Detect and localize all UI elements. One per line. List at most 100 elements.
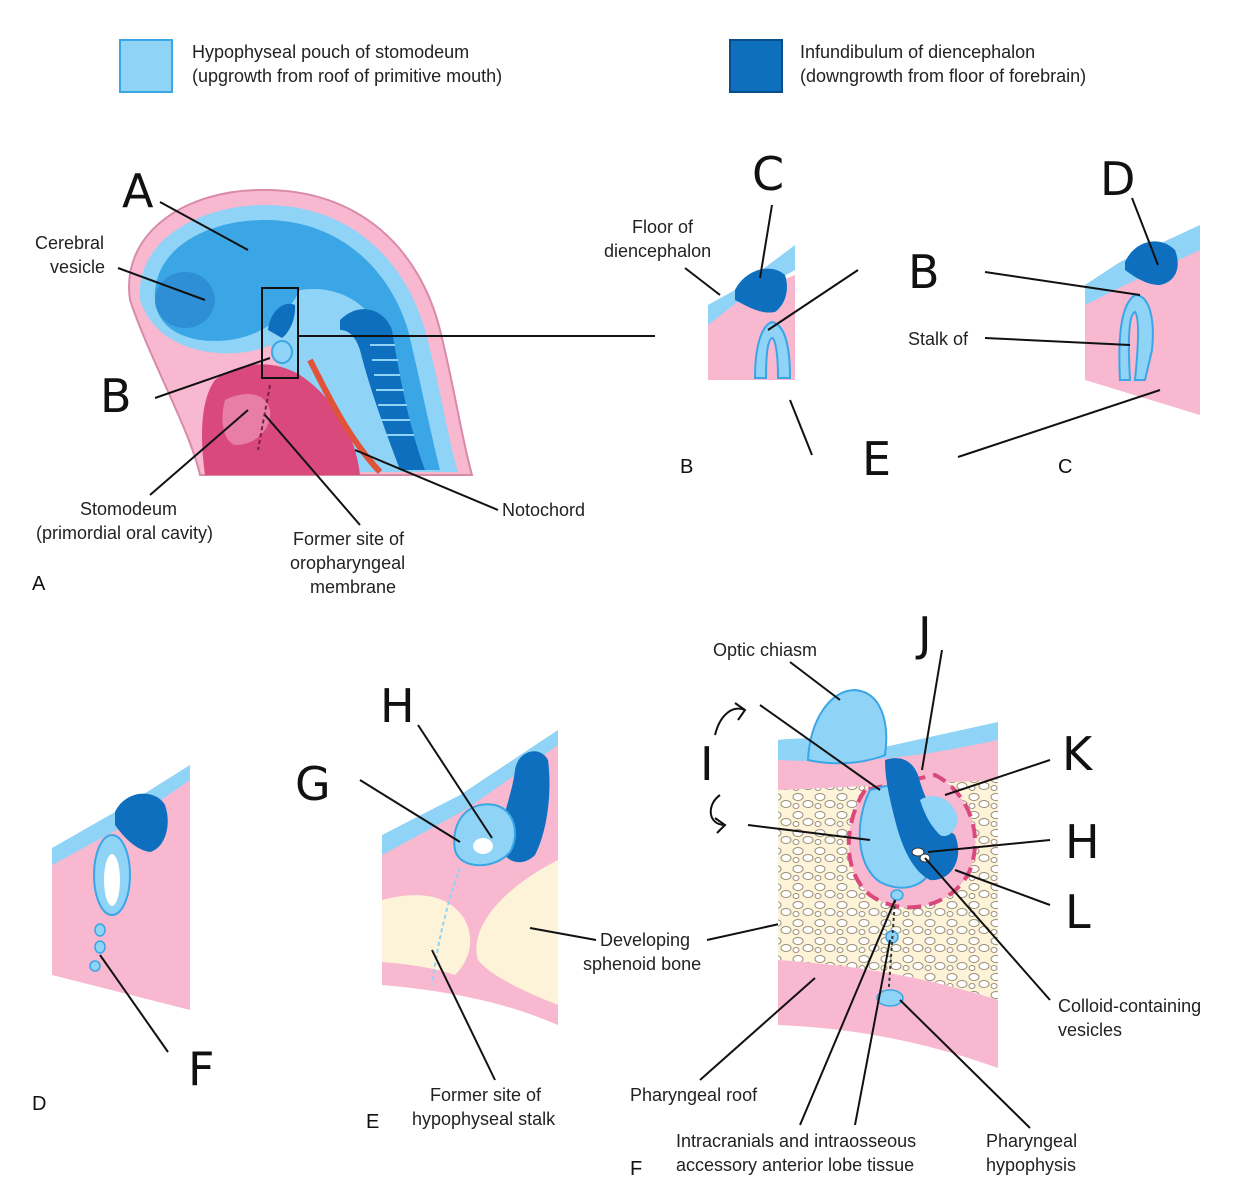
hand-letter-c: C xyxy=(752,147,784,201)
label-colloid-1: Colloid-containing xyxy=(1058,996,1201,1016)
cerebral-vesicle xyxy=(155,272,215,328)
hand-letter-k: K xyxy=(1062,727,1094,781)
label-cerebral-2: vesicle xyxy=(50,257,105,277)
infundibulum-a xyxy=(268,303,296,338)
label-optic: Optic chiasm xyxy=(713,640,817,660)
hand-letter-b2: B xyxy=(908,245,940,299)
label-stalk-site-1: Former site of xyxy=(430,1085,542,1105)
legend-light-line2: (upgrowth from roof of primitive mouth) xyxy=(192,66,502,86)
leader-hand-a xyxy=(159,201,249,251)
hand-letter-e: E xyxy=(862,432,891,486)
legend-dark-line2: (downgrowth from floor of forebrain) xyxy=(800,66,1086,86)
hand-letter-j: J xyxy=(915,607,932,661)
panel-c-pouch xyxy=(1118,293,1154,381)
panel-d-remnant-1 xyxy=(94,923,106,937)
leader-i-upper xyxy=(759,704,881,791)
label-notochord: Notochord xyxy=(502,500,585,520)
leader-optic xyxy=(789,661,841,701)
panel-e-figure xyxy=(382,730,558,1025)
zoom-box xyxy=(261,287,299,379)
panel-d-figure xyxy=(52,765,190,1010)
panel-b-pouch xyxy=(753,320,792,379)
leader-former xyxy=(264,414,361,526)
label-intra-2: accessory anterior lobe tissue xyxy=(676,1155,914,1175)
label-stalk-site-2: hypophyseal stalk xyxy=(412,1109,556,1129)
label-intra-1: Intracranials and intraosseous xyxy=(676,1131,916,1151)
label-former-3: membrane xyxy=(310,577,396,597)
legend: Hypophyseal pouch of stomodeum (upgrowth… xyxy=(119,39,1086,93)
leader-hand-c xyxy=(759,204,773,279)
leader-b-stalk xyxy=(789,399,813,456)
hand-letter-a: A xyxy=(122,164,154,218)
leader-stalk xyxy=(984,337,1131,346)
hand-letter-l: L xyxy=(1065,885,1091,939)
hand-letter-h2: H xyxy=(1065,815,1100,869)
leader-phar-hyp xyxy=(899,999,1031,1129)
pouch-a xyxy=(271,340,293,364)
arrow-i-up xyxy=(714,702,747,736)
leader-hand-b2 xyxy=(984,271,1141,296)
leader-notochord xyxy=(354,449,499,511)
stomodeum-region xyxy=(202,364,360,475)
posterior-lobe xyxy=(885,758,959,881)
leader-stomodeum xyxy=(149,409,249,496)
accessory-tissue-1 xyxy=(890,889,904,901)
panel-d-cavity xyxy=(104,854,120,906)
label-former-1: Former site of xyxy=(293,529,405,549)
leader-hand-h2 xyxy=(927,839,1051,853)
label-phar-hyp-1: Pharyngeal xyxy=(986,1131,1077,1151)
panel-b-figure xyxy=(708,245,795,380)
panel-b-infundibulum xyxy=(735,268,787,313)
panel-label-b: B xyxy=(680,456,693,478)
panel-d-remnant-2 xyxy=(94,940,106,954)
panel-d-remnant-3 xyxy=(89,960,101,972)
panel-f-canal xyxy=(887,899,896,1001)
panel-d-infundibulum xyxy=(115,793,168,852)
leader-b-pouch xyxy=(767,269,859,331)
leader-i-lower xyxy=(747,824,871,841)
notochord xyxy=(307,358,383,475)
legend-light-line1: Hypophyseal pouch of stomodeum xyxy=(192,42,469,62)
label-stomodeum-2: (primordial oral cavity) xyxy=(36,523,213,543)
label-former-2: oropharyngeal xyxy=(290,553,405,573)
legend-swatch-light-blue xyxy=(119,39,173,93)
leader-hand-h xyxy=(417,724,493,839)
leader-hand-b xyxy=(154,357,271,399)
hand-letter-f: F xyxy=(188,1042,214,1096)
panel-f-figure xyxy=(778,688,998,1068)
pharyngeal-hypophysis xyxy=(876,989,904,1007)
hand-letter-i: I xyxy=(700,737,714,791)
hand-letter-d: D xyxy=(1100,152,1135,206)
leader-hand-f xyxy=(99,954,169,1053)
panel-e-cream xyxy=(382,860,558,1005)
leader-cerebral xyxy=(117,267,206,301)
arrow-i-down xyxy=(709,794,727,834)
panel-e-cavity xyxy=(473,838,493,854)
leader-hand-e xyxy=(957,389,1161,458)
leader-hand-d xyxy=(1131,197,1159,266)
panel-label-e: E xyxy=(366,1111,379,1133)
leader-intra-2 xyxy=(854,939,891,1126)
leader-hand-g xyxy=(359,779,461,843)
legend-dark-line1: Infundibulum of diencephalon xyxy=(800,42,1035,62)
panel-label-c: C xyxy=(1058,456,1072,478)
panel-e-pouch xyxy=(453,803,516,867)
label-stomodeum-1: Stomodeum xyxy=(80,499,177,519)
panel-a-figure xyxy=(128,188,655,476)
label-cerebral-1: Cerebral xyxy=(35,233,104,253)
leader-hand-j xyxy=(921,649,943,771)
panel-e-light-layer xyxy=(382,730,558,855)
leader-colloid xyxy=(924,857,1051,1001)
label-sphenoid-2: sphenoid bone xyxy=(583,954,701,974)
leader-stalk-site xyxy=(431,949,496,1081)
label-phar-hyp-2: hypophysis xyxy=(986,1155,1076,1175)
leader-floor xyxy=(684,267,721,296)
label-floor-2: diencephalon xyxy=(604,241,711,261)
panel-c-infundibulum xyxy=(1125,241,1178,285)
panel-label-a: A xyxy=(32,573,46,595)
label-sphenoid-1: Developing xyxy=(600,930,690,950)
label-floor-1: Floor of xyxy=(632,217,694,237)
panel-label-f: F xyxy=(630,1158,642,1180)
colloid-vesicle-1 xyxy=(911,847,925,857)
leader-intra-1 xyxy=(799,899,896,1126)
